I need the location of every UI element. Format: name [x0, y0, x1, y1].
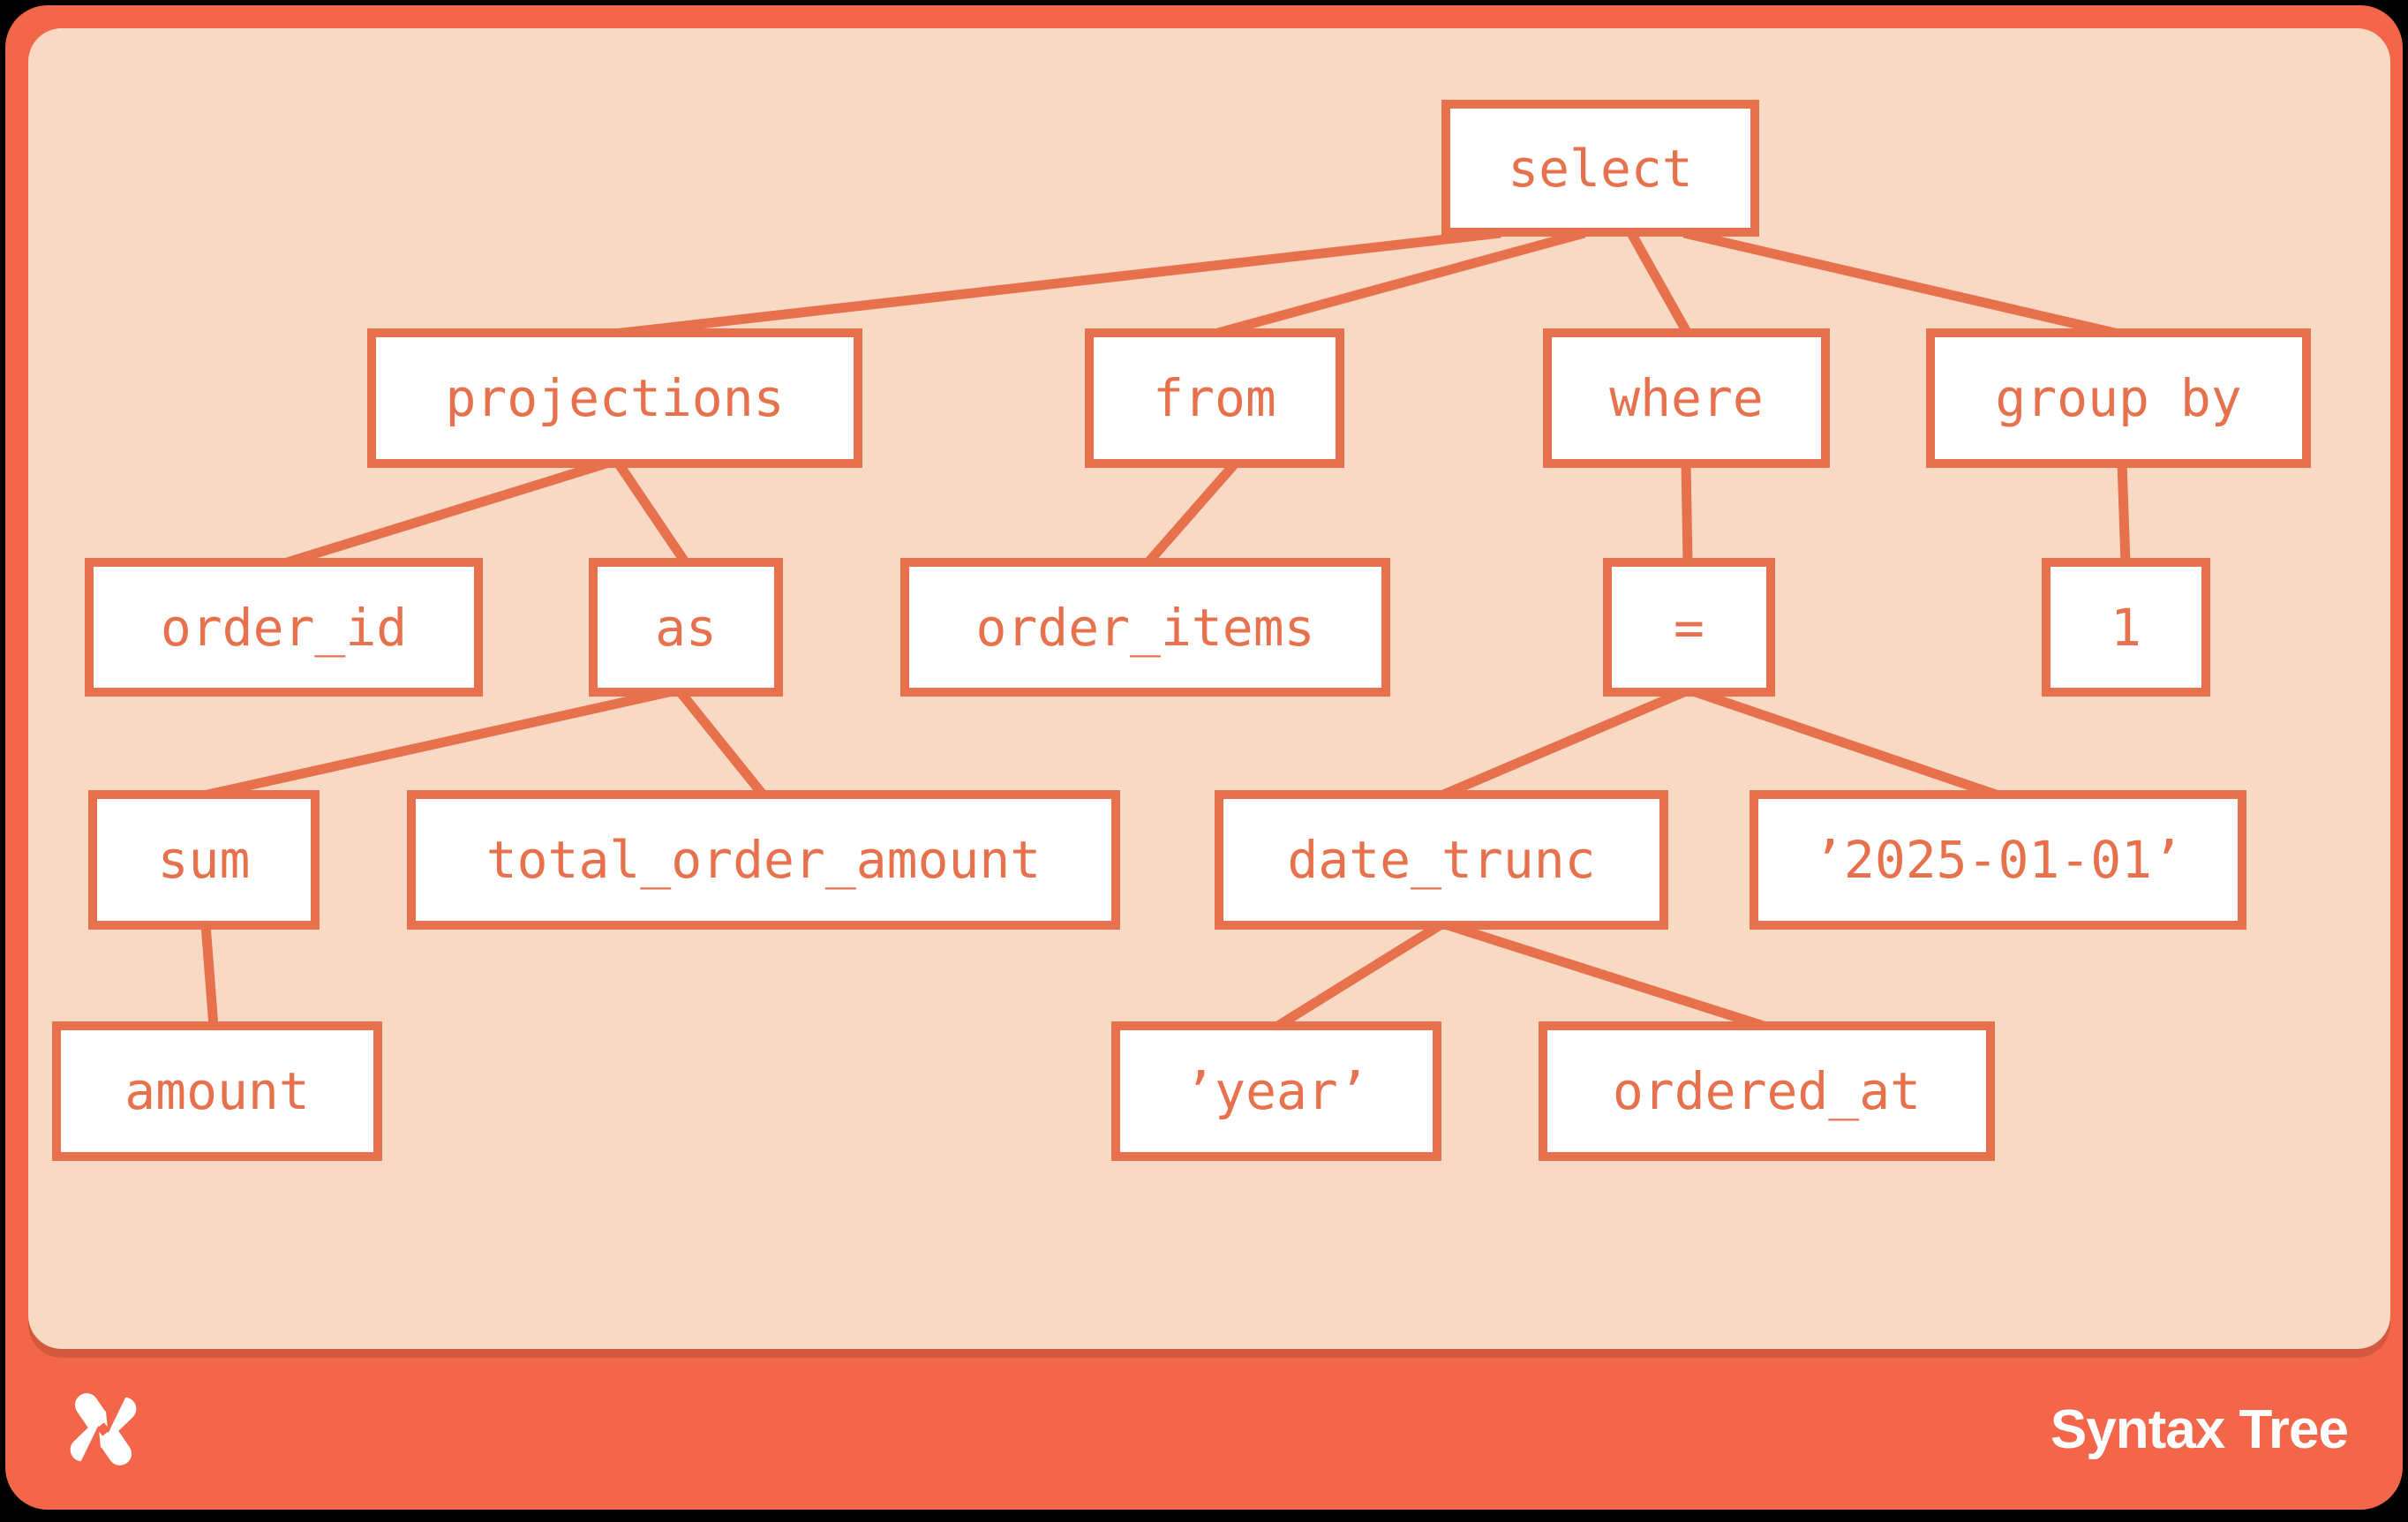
node-equals-label: =: [1674, 597, 1704, 658]
node-one-label: 1: [2111, 597, 2141, 658]
edge-from-to-order-items: [1143, 459, 1240, 567]
node-amount: amount: [52, 1021, 382, 1161]
node-order-items-label: order_items: [975, 597, 1315, 658]
node-order-id: order_id: [85, 558, 483, 697]
node-date-literal-label: ’2025-01-01’: [1812, 830, 2184, 890]
node-select: select: [1441, 100, 1759, 237]
node-projections-label: projections: [445, 368, 785, 428]
node-ordered-at-label: ordered_at: [1612, 1061, 1922, 1121]
node-from-label: from: [1153, 368, 1276, 428]
dagster-logo-icon: [70, 1393, 137, 1465]
edge-select-to-where: [1627, 230, 1692, 336]
edge-eq-to-date-trunc: [1439, 686, 1689, 801]
node-group-by: group by: [1926, 328, 2311, 468]
node-where: where: [1543, 328, 1830, 468]
footer-title: Syntax Tree: [2050, 1398, 2349, 1460]
node-from: from: [1085, 328, 1344, 468]
footer-bar: Syntax Tree: [5, 1349, 2403, 1510]
edge-as-to-total-order-amount: [675, 688, 768, 799]
node-total-order-amount: total_order_amount: [407, 790, 1120, 930]
edge-where-to-eq: [1681, 462, 1693, 564]
edge-select-to-projections: [613, 228, 1501, 339]
node-select-label: select: [1508, 138, 1693, 199]
node-as: as: [589, 558, 783, 697]
node-date-trunc: date_trunc: [1215, 790, 1668, 930]
edge-select-to-group-by: [1682, 228, 2120, 339]
edge-select-to-from: [1213, 228, 1586, 339]
edge-eq-to-date-literal: [1691, 686, 2000, 801]
node-order-id-label: order_id: [160, 597, 408, 658]
node-equals: =: [1603, 558, 1775, 697]
node-where-label: where: [1609, 368, 1764, 428]
node-year-literal-label: ’year’: [1184, 1061, 1369, 1121]
node-year-literal: ’year’: [1111, 1021, 1441, 1161]
node-as-label: as: [655, 597, 717, 658]
node-ordered-at: ordered_at: [1539, 1021, 1995, 1161]
node-sum-label: sum: [157, 830, 251, 890]
node-one: 1: [2042, 558, 2210, 697]
edge-as-to-sum: [202, 686, 674, 801]
node-group-by-label: group by: [1995, 368, 2242, 428]
edge-projections-to-as: [613, 459, 690, 567]
edge-projections-to-order-id: [282, 457, 611, 569]
node-total-order-amount-label: total_order_amount: [485, 830, 1042, 890]
node-date-trunc-label: date_trunc: [1287, 830, 1596, 890]
node-amount-label: amount: [124, 1061, 310, 1121]
edge-group-by-to-one: [2117, 462, 2131, 564]
edge-sum-to-amount: [200, 923, 219, 1028]
node-order-items: order_items: [900, 558, 1390, 697]
node-date-literal: ’2025-01-01’: [1750, 790, 2246, 930]
node-projections: projections: [367, 328, 862, 468]
node-sum: sum: [88, 790, 320, 930]
edge-date-trunc-to-ordered-at: [1443, 919, 1768, 1032]
edge-date-trunc-to-year: [1274, 920, 1444, 1031]
